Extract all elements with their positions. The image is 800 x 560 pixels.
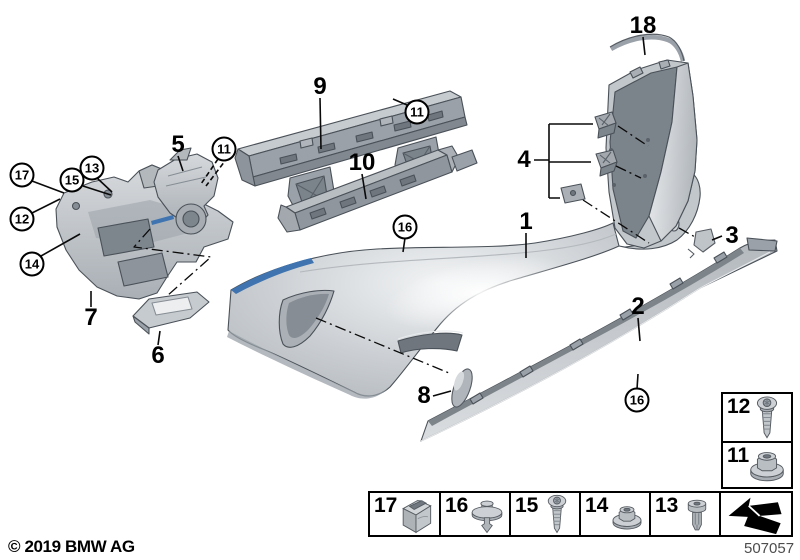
- callout-11-circle-a[interactable]: 11: [211, 136, 237, 162]
- callout-11-circle-b[interactable]: 11: [404, 99, 430, 125]
- reference-arrow-icon: [728, 497, 782, 535]
- part-edge-strip: [609, 33, 686, 62]
- leader-lines: [31, 36, 723, 397]
- torx-screw-icon: [547, 494, 567, 534]
- part-bumper-corner: [605, 59, 698, 249]
- part-side-bracket-right: [153, 147, 219, 235]
- callout-5[interactable]: 5: [171, 131, 185, 158]
- callout-8[interactable]: 8: [417, 382, 431, 409]
- callout-10[interactable]: 10: [348, 149, 376, 176]
- flange-nut-icon: [612, 506, 642, 530]
- part-reflector: [451, 368, 473, 408]
- push-rivet-icon: [471, 500, 503, 534]
- callout-1[interactable]: 1: [519, 208, 533, 235]
- part-towing-eye-cover: [687, 228, 716, 259]
- legend-item-13[interactable]: 13: [651, 491, 721, 537]
- legend-item-11[interactable]: 11: [721, 443, 793, 489]
- callout-16-circle-b[interactable]: 16: [624, 387, 650, 413]
- callout-16-circle-a[interactable]: 16: [392, 214, 418, 240]
- cage-nut-icon: [402, 499, 432, 534]
- legend-column: 12 11: [721, 392, 793, 489]
- callout-18[interactable]: 18: [629, 12, 657, 39]
- callout-7[interactable]: 7: [84, 304, 98, 331]
- legend-item-16[interactable]: 16: [441, 491, 511, 537]
- legend-row: 17 16: [368, 491, 793, 537]
- callout-4[interactable]: 4: [517, 146, 531, 173]
- legend-item-15[interactable]: 15: [511, 491, 581, 537]
- legend-item-reference[interactable]: [721, 491, 793, 537]
- part-mounting-clips: [560, 111, 618, 204]
- callout-9[interactable]: 9: [313, 73, 327, 100]
- callout-12-circle[interactable]: 12: [9, 206, 35, 232]
- part-impact-absorber: [277, 145, 478, 233]
- assembly-axes: [133, 125, 696, 374]
- legend-item-17[interactable]: 17: [368, 491, 441, 537]
- callout-3[interactable]: 3: [725, 222, 739, 249]
- diagram-number: 507057: [744, 540, 795, 557]
- part-lower-trim-strip: [420, 237, 778, 442]
- copyright-text: © 2019 BMW AG: [8, 537, 135, 556]
- torx-screw-icon: [756, 396, 778, 439]
- callout-6[interactable]: 6: [151, 342, 165, 369]
- legend-item-14[interactable]: 14: [581, 491, 651, 537]
- callout-15-circle[interactable]: 15: [59, 167, 85, 193]
- expansion-rivet-icon: [687, 499, 707, 531]
- callout-14-circle[interactable]: 14: [19, 251, 45, 277]
- legend-item-12[interactable]: 12: [721, 392, 793, 443]
- flange-nut-icon: [750, 452, 784, 482]
- part-access-cover: [132, 291, 210, 335]
- callout-2[interactable]: 2: [631, 293, 645, 320]
- part-bumper-cover: [227, 173, 701, 399]
- callout-17-circle[interactable]: 17: [9, 162, 35, 188]
